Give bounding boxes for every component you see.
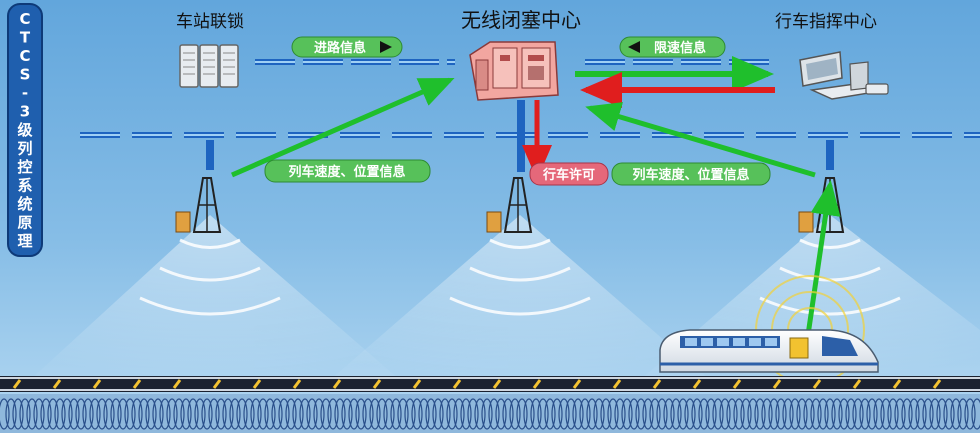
side-title-char: S bbox=[20, 66, 31, 84]
track-sleepers bbox=[12, 379, 942, 389]
interlocking-label: 车站联锁 bbox=[176, 12, 244, 32]
train-speed-pos-label-right: 列车速度、位置信息 bbox=[632, 167, 749, 183]
side-title-char: 3 bbox=[20, 103, 30, 121]
side-title-char: 控 bbox=[17, 158, 32, 176]
route-info-pill: 进路信息 bbox=[291, 36, 403, 58]
arrow-train-to-tower bbox=[805, 180, 841, 336]
server-rack-icon bbox=[179, 44, 239, 88]
coverage-cone-left bbox=[30, 215, 400, 380]
arrow-left-tower-to-rbc bbox=[231, 77, 455, 178]
train-speed-pos-pill-left: 列车速度、位置信息 bbox=[264, 159, 431, 183]
railway-track bbox=[0, 376, 980, 392]
side-title-char: C bbox=[19, 10, 30, 28]
side-title-char: 理 bbox=[17, 232, 32, 250]
radio-tower-icon-middle bbox=[486, 177, 533, 233]
radio-tower-icon-left bbox=[175, 177, 222, 233]
ground-cable bbox=[0, 394, 980, 433]
dispatch-label: 行车指挥中心 bbox=[775, 12, 877, 32]
right-triangle-icon bbox=[380, 41, 392, 53]
left-triangle-icon bbox=[628, 41, 640, 53]
computer-terminal-icon bbox=[799, 51, 889, 100]
antenna-masts bbox=[206, 100, 834, 172]
train-speed-pos-pill-right: 列车速度、位置信息 bbox=[611, 162, 771, 186]
side-title-char: 系 bbox=[17, 177, 32, 195]
high-speed-train-icon bbox=[659, 329, 879, 373]
coverage-cone-middle bbox=[330, 215, 710, 380]
side-title-char: 统 bbox=[17, 195, 32, 213]
train-speed-pos-label-left: 列车速度、位置信息 bbox=[288, 164, 405, 180]
rbc-label: 无线闭塞中心 bbox=[461, 8, 581, 32]
arrow-right-tower-to-rbc bbox=[585, 102, 816, 178]
side-title-char: 原 bbox=[17, 214, 32, 232]
movement-authority-pill: 行车许可 bbox=[529, 162, 609, 186]
side-title-char: T bbox=[20, 29, 31, 47]
speed-limit-pill: 限速信息 bbox=[619, 36, 726, 58]
movement-authority-label: 行车许可 bbox=[542, 167, 595, 183]
speed-limit-label: 限速信息 bbox=[654, 40, 706, 56]
side-title-char: 级 bbox=[17, 121, 33, 139]
side-title-char: 列 bbox=[17, 140, 32, 158]
side-title-char: C bbox=[19, 47, 30, 65]
side-title-char: - bbox=[22, 84, 28, 102]
route-info-label: 进路信息 bbox=[314, 40, 366, 56]
rbc-server-icon bbox=[469, 41, 559, 101]
